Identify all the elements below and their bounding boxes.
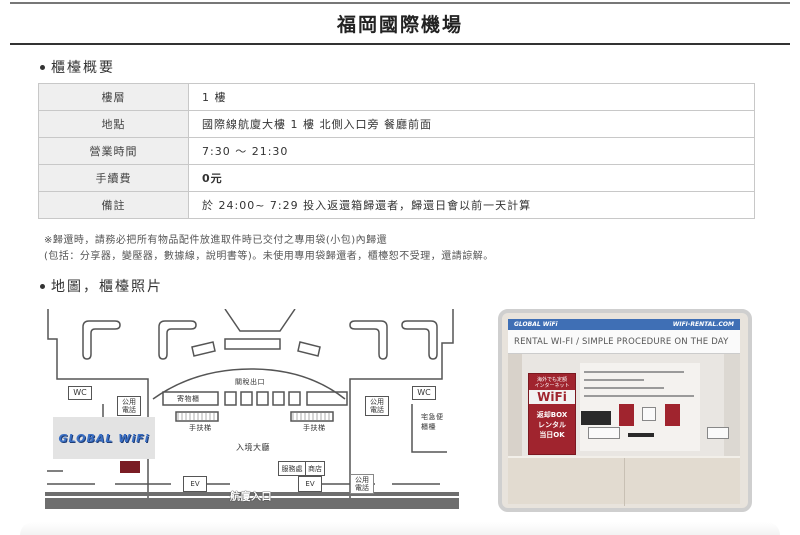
row-value-hours: 7:30 ～ 21:30 xyxy=(188,137,755,165)
photo-pillar xyxy=(508,354,522,462)
map-ev-left: EV xyxy=(183,476,207,492)
row-value-remarks: 於 24:00~ 7:29 投入返還箱歸還者，歸還日會以前一天計算 xyxy=(188,191,755,219)
table-row: 備註 於 24:00~ 7:29 投入返還箱歸還者，歸還日會以前一天計算 xyxy=(38,191,755,219)
photo-keyboard xyxy=(628,433,654,437)
photo-text-line xyxy=(584,371,684,373)
photo-banner-main: RENTAL WI-FI / SIMPLE PROCEDURE ON THE D… xyxy=(508,330,740,354)
row-value-location: 國際線航廈大樓 1 樓 北側入口旁 餐廳前面 xyxy=(188,110,755,138)
map-phone-left: 公用 電話 xyxy=(117,396,141,416)
box-wifi-label: WiFi xyxy=(529,390,575,404)
table-row: 地點 國際線航廈大樓 1 樓 北側入口旁 餐廳前面 xyxy=(38,110,755,138)
map-wc-left: WC xyxy=(68,386,92,400)
map-entrance-label: 航廈入口 xyxy=(230,492,272,503)
bullet-icon xyxy=(40,64,45,70)
counter-info-table: 樓層 1 樓 地點 國際線航廈大樓 1 樓 北側入口旁 餐廳前面 營業時間 7:… xyxy=(38,83,755,219)
photo-text-line xyxy=(584,387,664,389)
terminal-map: GLOBAL WiFi WC 公用 電話 WC 公用 電話 寄物櫃 關稅出口 手… xyxy=(45,309,459,509)
row-label-fee: 手續費 xyxy=(38,164,189,192)
map-locker-label: 寄物櫃 xyxy=(177,395,200,403)
photo-poster xyxy=(619,404,634,426)
row-label-hours: 營業時間 xyxy=(38,137,189,165)
wifi-return-box: 海外でも定額 インターネット WiFi 返却BOX レンタル 当日OK xyxy=(528,373,576,455)
global-wifi-logo-box: GLOBAL WiFi xyxy=(53,417,155,459)
section-heading-map: 地圖，櫃檯照片 xyxy=(40,276,163,296)
counter-photo: 海外でも定額 インターネット WiFi 返却BOX レンタル 当日OK GLOB… xyxy=(498,309,752,512)
photo-pillar xyxy=(724,354,740,462)
table-row: 營業時間 7:30 ～ 21:30 xyxy=(38,137,755,165)
row-label-floor: 樓層 xyxy=(38,83,189,111)
table-row: 手續費 0元 xyxy=(38,164,755,192)
table-row: 樓層 1 樓 xyxy=(38,83,755,111)
global-wifi-logo: GLOBAL WiFi xyxy=(58,431,150,445)
row-value-fee: 0元 xyxy=(188,164,755,192)
bullet-icon xyxy=(40,283,45,289)
photo-tablet xyxy=(588,427,620,439)
map-phone-bottom: 公用 電話 xyxy=(350,474,374,494)
row-value-floor: 1 樓 xyxy=(188,83,755,111)
page-bottom-shadow xyxy=(20,522,780,535)
row-label-remarks: 備註 xyxy=(38,191,189,219)
page-title: 福岡國際機場 xyxy=(336,14,463,36)
photo-poster xyxy=(665,404,680,426)
section-heading-overview: 櫃檯概要 xyxy=(40,57,115,77)
counter-location-marker xyxy=(120,461,140,473)
row-label-location: 地點 xyxy=(38,110,189,138)
map-escalator-right-label: 手扶梯 xyxy=(303,424,326,432)
photo-text-line xyxy=(584,395,694,397)
map-arrival-hall-label: 入境大廳 xyxy=(236,443,270,452)
photo-banner-brand: GLOBAL WiFi xyxy=(514,321,558,328)
overview-heading-text: 櫃檯概要 xyxy=(51,60,115,76)
box-bottom-text: 返却BOX レンタル 当日OK xyxy=(536,411,568,439)
photo-tablet-right xyxy=(707,427,729,439)
photo-banner-url: WIFI-RENTAL.COM xyxy=(672,321,734,328)
box-top-text: 海外でも定額 インターネット xyxy=(534,377,570,389)
title-divider xyxy=(10,43,790,45)
photo-qr-code xyxy=(642,407,656,421)
map-phone-right: 公用 電話 xyxy=(365,396,389,416)
return-note-line-1: ※歸還時，請務必把所有物品配件放進取件時已交付之專用袋(小包)內歸還 xyxy=(44,235,388,246)
map-ev-right: EV xyxy=(298,476,322,492)
top-rule xyxy=(10,2,790,4)
photo-counter-desk xyxy=(508,456,740,506)
map-shop-box: 商店 xyxy=(305,461,325,476)
photo-monitor xyxy=(581,411,611,425)
map-customs-exit-label: 關稅出口 xyxy=(235,378,265,386)
map-delivery-label: 宅急便 櫃檯 xyxy=(421,413,444,431)
map-heading-text: 地圖，櫃檯照片 xyxy=(51,279,163,295)
photo-text-line xyxy=(584,379,644,381)
map-floorplan xyxy=(45,309,459,509)
return-note-line-2: (包括：分享器，變壓器，數據線，說明書等)。未使用專用袋歸還者，櫃檯恕不受理，還… xyxy=(44,251,494,262)
photo-banner-top: GLOBAL WiFi WIFI-RENTAL.COM xyxy=(508,319,740,330)
map-service-box: 服務處 xyxy=(278,461,306,476)
map-escalator-left-label: 手扶梯 xyxy=(189,424,212,432)
map-wc-right: WC xyxy=(412,386,436,400)
